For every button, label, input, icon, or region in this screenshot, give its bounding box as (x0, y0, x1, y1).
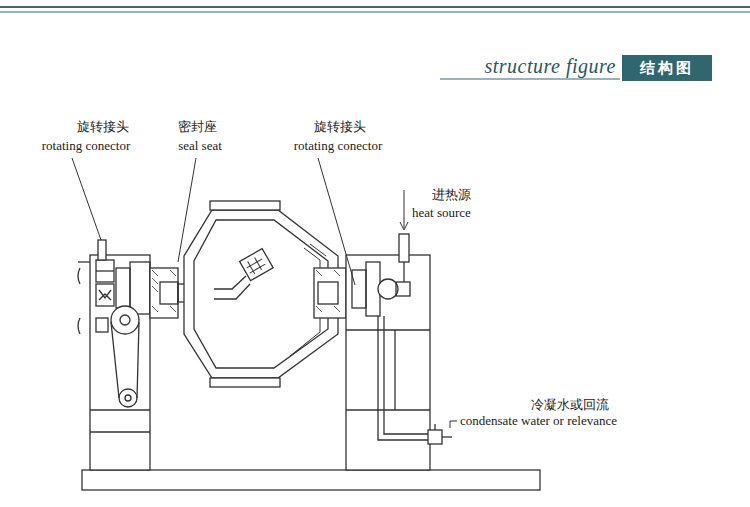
part-label: 旋转接头 (77, 119, 129, 135)
part-label: heat source (412, 205, 471, 221)
part-label: rotating conector (294, 138, 382, 154)
header-box: 结构图 (622, 55, 712, 81)
title-underline (440, 78, 620, 79)
part-label: 旋转接头 (314, 119, 366, 135)
box-label: 结构图 (640, 58, 694, 78)
header-rule (0, 12, 750, 13)
part-label: seal seat (178, 138, 222, 154)
part-label: condensate water or relevance (460, 413, 617, 429)
part-label: rotating conector (42, 138, 130, 154)
leader-lines (72, 158, 457, 428)
figure-title: structure figure (484, 54, 616, 78)
part-label: 冷凝水或回流 (531, 397, 609, 413)
part-label: 密封座 (178, 119, 217, 135)
machine-drawing (78, 201, 540, 490)
part-label: 进热源 (432, 187, 471, 203)
header-rule (0, 6, 750, 8)
